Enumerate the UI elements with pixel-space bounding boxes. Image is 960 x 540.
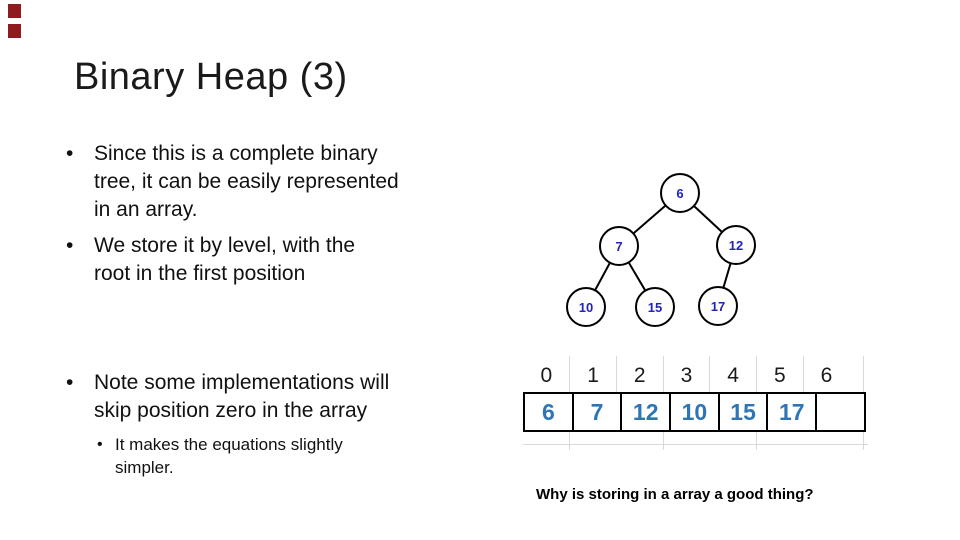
corner-accent-mark (8, 4, 21, 18)
binary-tree-diagram: 6 7 12 10 15 (535, 158, 795, 343)
bullet-marker: • (66, 371, 74, 394)
tree-nodes: 6 7 12 10 15 (566, 173, 756, 327)
gridline (756, 432, 757, 450)
tree-node: 6 (660, 173, 700, 213)
array-index-row: 0 1 2 3 4 5 6 (523, 360, 868, 392)
array-index-label: 2 (633, 364, 646, 387)
gridline (863, 432, 864, 450)
bullet-marker: • (66, 234, 74, 257)
array-index-label: 5 (773, 364, 786, 387)
bullet-item: • Note some implementations will skip po… (64, 369, 494, 425)
array-index-label: 6 (820, 364, 833, 387)
bullet-item: • Since this is a complete binary tree, … (64, 140, 494, 224)
tree-node-label: 6 (676, 186, 683, 201)
gridline (569, 356, 570, 394)
tree-node-circle (660, 173, 700, 213)
tree-node-circle (599, 226, 639, 266)
tree-node: 15 (635, 287, 675, 327)
array-diagram: 0 1 2 3 4 5 6 6 7 12 10 15 17 (523, 356, 868, 450)
gridline (709, 356, 710, 394)
array-cell-empty (815, 392, 866, 432)
tree-node-label: 10 (579, 300, 593, 315)
bullet-sub-item: • It makes the equations slightly simple… (95, 433, 494, 479)
bullet-marker: • (66, 142, 74, 165)
gridline (616, 356, 617, 394)
bullet-item: • We store it by level, with the root in… (64, 232, 494, 288)
footer-question: Why is storing in a array a good thing? (536, 486, 814, 503)
array-cell-value: 17 (766, 392, 818, 432)
tree-node-label: 15 (648, 300, 662, 315)
gridline (663, 432, 664, 450)
array-cell-value: 7 (571, 392, 623, 432)
tree-node: 12 (716, 225, 756, 265)
bullet-text: It makes the equations slightly simpler. (115, 435, 343, 477)
gridline (523, 444, 868, 445)
tree-node-circle (566, 287, 606, 327)
tree-node-label: 17 (711, 299, 725, 314)
gridline (863, 356, 864, 394)
tree-node-circle (716, 225, 756, 265)
array-cell-value: 6 (523, 392, 574, 432)
array-cell-value: 12 (620, 392, 672, 432)
bullet-text: Since this is a complete binary tree, it… (94, 142, 399, 221)
gridline (803, 356, 804, 394)
array-cells-row: 6 7 12 10 15 17 (523, 392, 868, 432)
bullet-list: • Since this is a complete binary tree, … (64, 140, 494, 479)
bullet-text: We store it by level, with the root in t… (94, 234, 356, 285)
array-index-label: 1 (587, 364, 599, 387)
bullet-text: Note some implementations will skip posi… (94, 371, 390, 422)
tree-node-label: 12 (729, 238, 743, 253)
gridline (663, 356, 664, 394)
array-cell-value: 15 (717, 392, 769, 432)
tree-node-circle (635, 287, 675, 327)
tree-node: 17 (698, 286, 738, 326)
corner-accent-mark (8, 24, 21, 38)
gridline (569, 432, 570, 450)
array-index-label: 3 (680, 364, 693, 387)
tree-node: 10 (566, 287, 606, 327)
array-index-label: 0 (540, 364, 553, 387)
page-title: Binary Heap (3) (74, 56, 348, 98)
bullet-marker: • (97, 436, 103, 453)
array-index-label: 4 (727, 364, 739, 387)
array-cell-value: 10 (669, 392, 720, 432)
tree-node: 7 (599, 226, 639, 266)
tree-node-label: 7 (615, 239, 622, 254)
gridline (756, 356, 757, 394)
tree-node-circle (698, 286, 738, 326)
